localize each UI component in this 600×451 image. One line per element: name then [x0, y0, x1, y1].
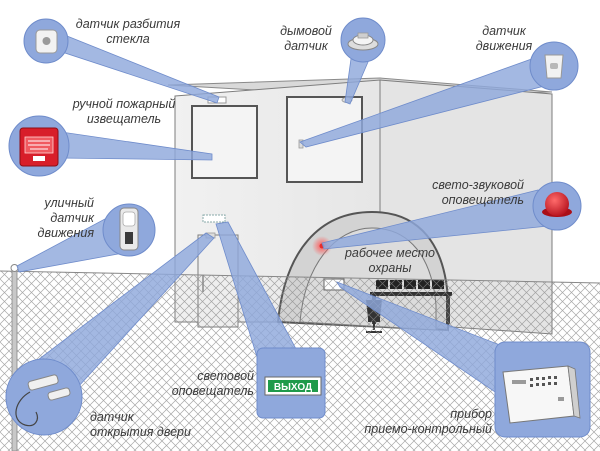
label-light-sound: свето-звуковой оповещатель	[432, 178, 524, 207]
label-outdoor-motion: уличный датчик движения	[37, 196, 94, 240]
label-control-panel: прибор приемо-контрольный	[364, 407, 492, 436]
label-motion-sensor: датчик движения	[475, 24, 533, 53]
manual-call-point-icon	[19, 127, 59, 167]
label-light-sign: световой оповещатель	[171, 369, 254, 398]
window-left	[191, 105, 258, 179]
building	[167, 77, 553, 335]
exit-sign-icon: ВЫХОД	[264, 376, 322, 396]
motion-sensor-icon	[544, 54, 564, 79]
control-panel-icon	[502, 365, 581, 424]
glass-break-sensor-icon	[35, 29, 58, 54]
label-smoke-detector: дымовой датчик	[280, 24, 332, 53]
outdoor-motion-sensor-icon	[119, 207, 139, 251]
siren-icon	[542, 192, 572, 217]
door-contact-icon	[15, 374, 71, 427]
label-workplace: рабочее место охраны	[344, 246, 436, 275]
smoke-detector-icon	[347, 32, 379, 51]
label-glass-break: датчик разбития стекла	[75, 17, 181, 46]
label-manual-fire: ручной пожарный извещатель	[72, 97, 176, 126]
label-door-contact: датчик открытия двери	[90, 410, 191, 439]
exit-sign-text: ВЫХОД	[274, 382, 312, 393]
